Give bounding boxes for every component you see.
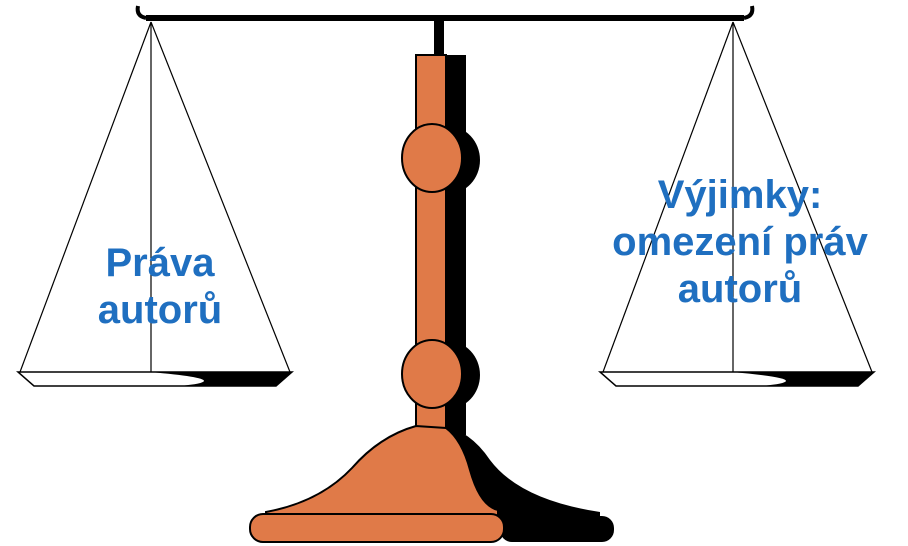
left-pan: [16, 21, 294, 387]
right-pan: [598, 21, 876, 387]
left-pan-label-line-1: Práva: [105, 241, 215, 285]
stand: [249, 54, 505, 543]
right-pan-label-line-1: Výjimky:: [657, 173, 823, 217]
right-pan-label: Výjimky: omezení práv autorů: [580, 172, 900, 314]
left-pan-label-line-2: autorů: [97, 288, 223, 333]
right-pan-label-line-2: omezení práv: [612, 220, 868, 265]
right-pan-label-line-3: autorů: [677, 267, 803, 312]
scale-beam: [135, 5, 755, 21]
left-pan-label: Práva autorů: [60, 240, 260, 334]
